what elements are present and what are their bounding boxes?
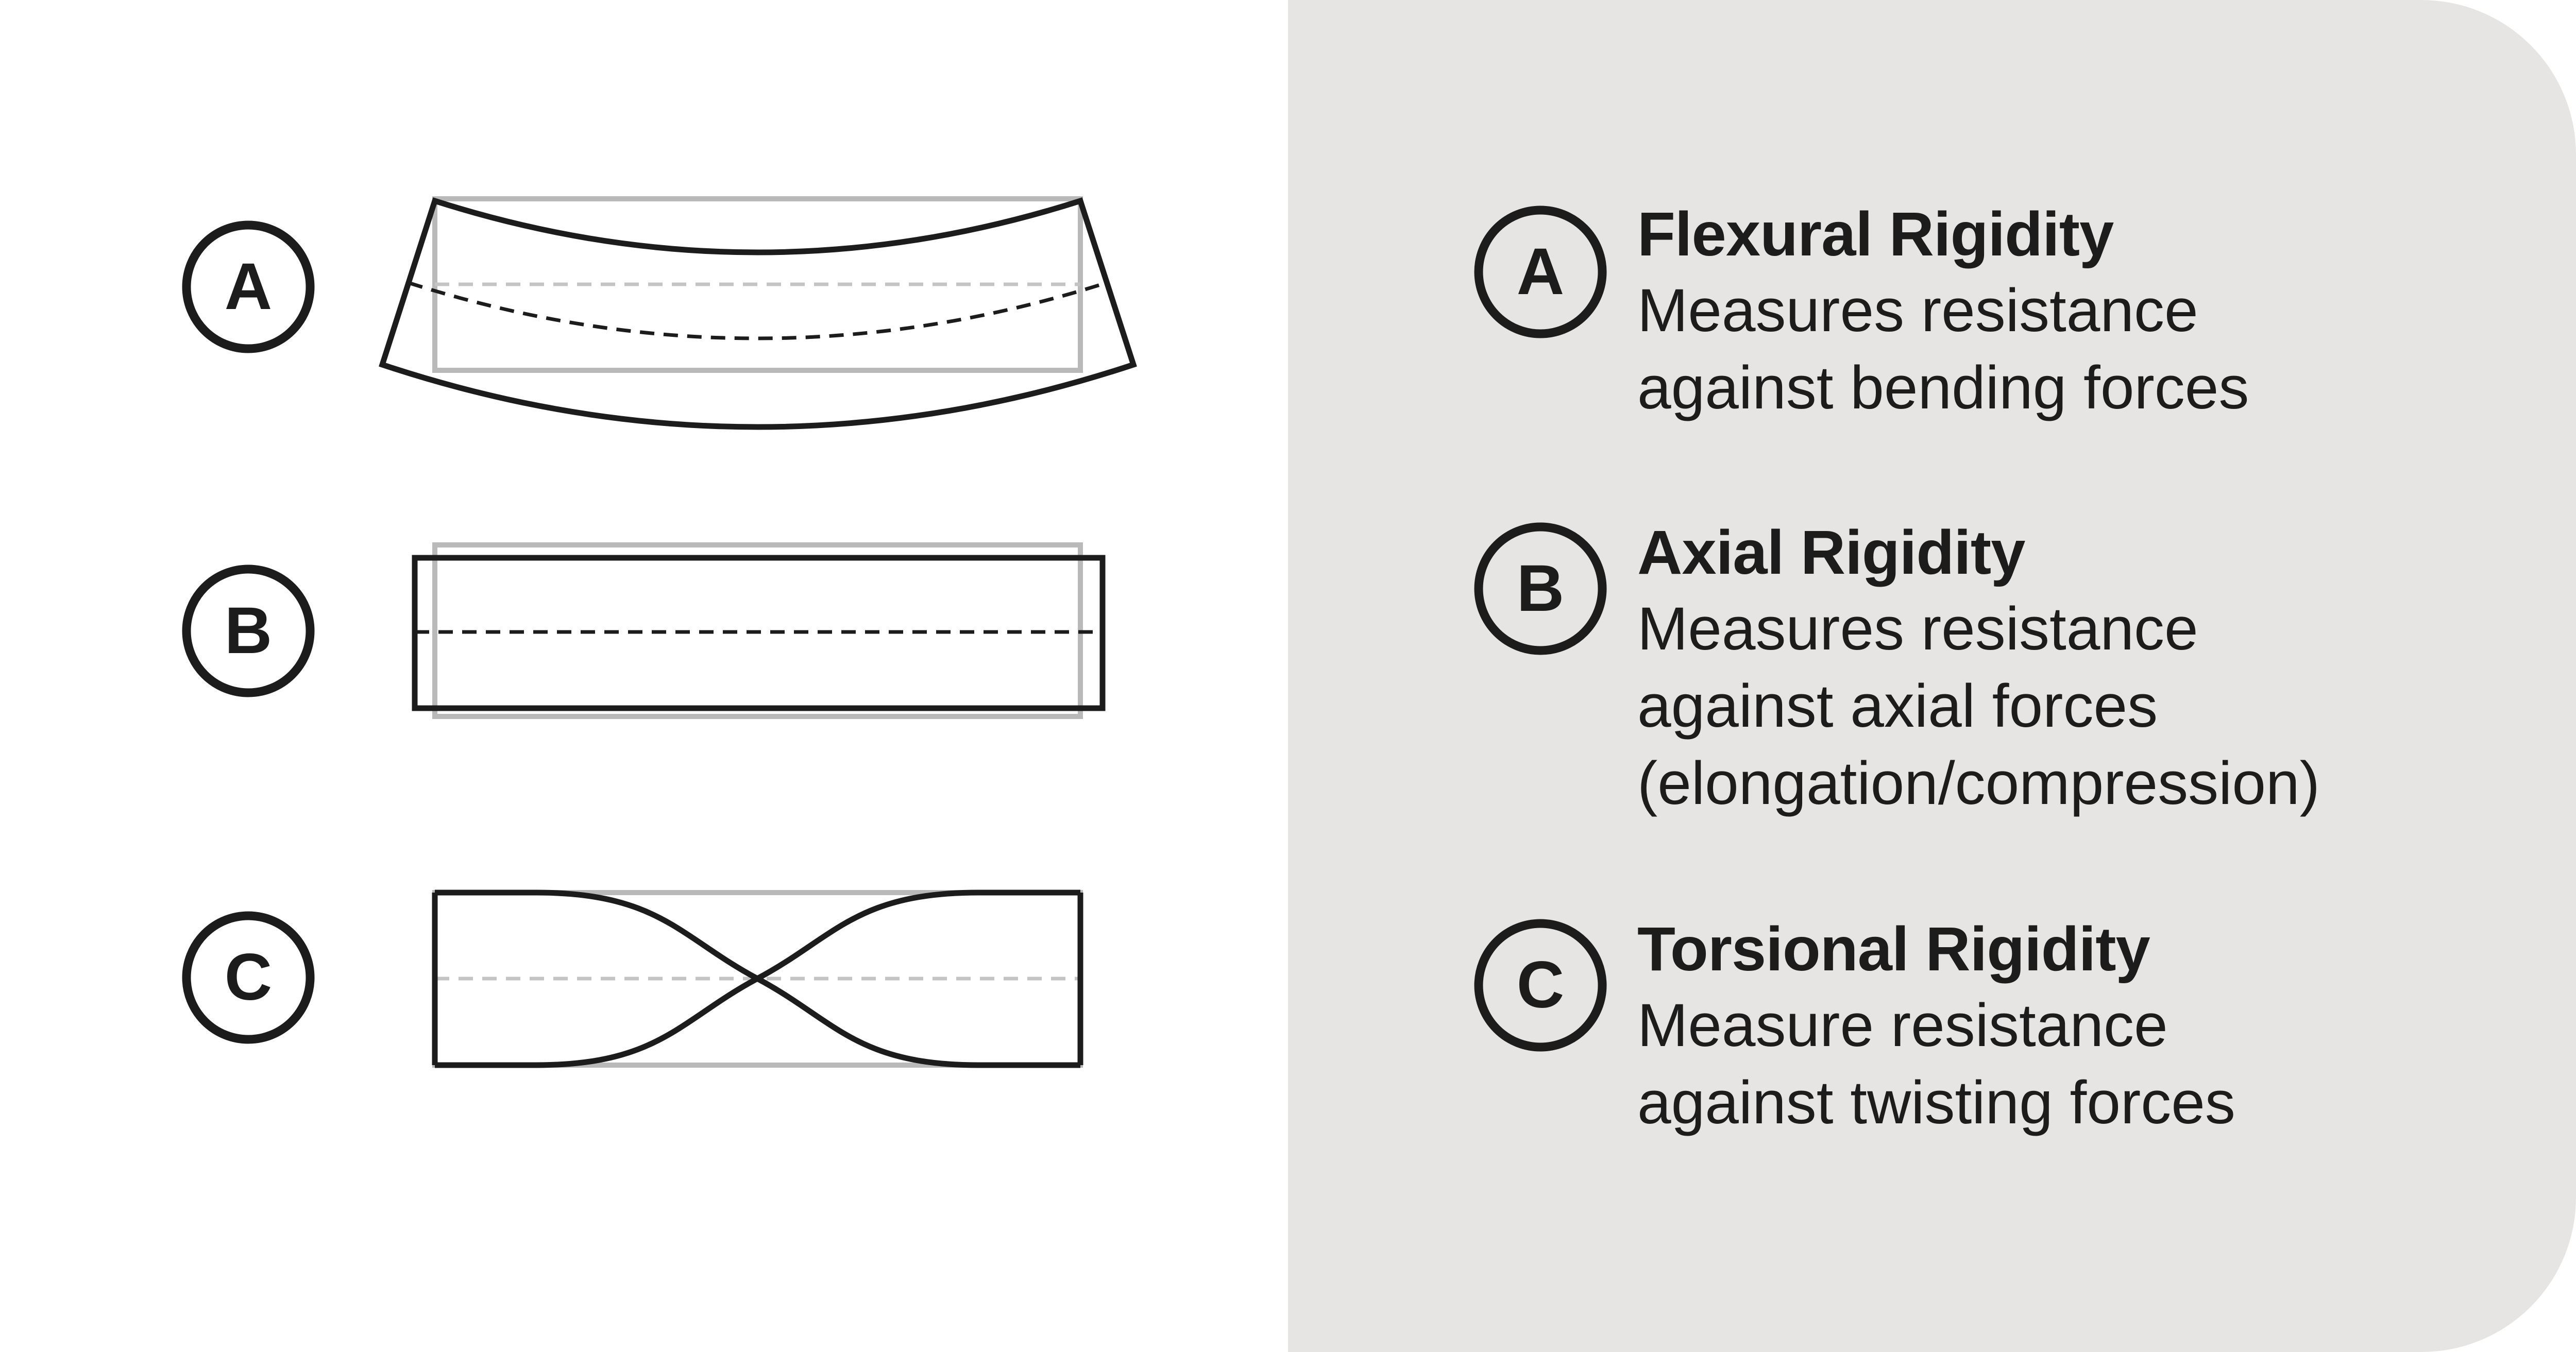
legend-a-line-1: Measures resistance — [1637, 277, 2198, 345]
figure-c-badge: C — [182, 911, 315, 1044]
legend-c-line-1: Measure resistance — [1637, 991, 2168, 1059]
figure-b-badge-letter: B — [225, 594, 272, 668]
legend-a-line-2: against bending forces — [1637, 354, 2249, 422]
figure-a-bent-beam — [379, 197, 1137, 430]
figure-a-badge-letter: A — [225, 250, 272, 323]
legend-c-text: Torsional Rigidity Measure resistance ag… — [1637, 911, 2554, 1141]
legend-a-text: Flexural Rigidity Measures resistance ag… — [1637, 196, 2554, 426]
legend-b-badge: B — [1474, 522, 1607, 655]
legend-c-line-2: against twisting forces — [1637, 1069, 2235, 1137]
figure-c-badge-letter: C — [225, 940, 272, 1014]
legend-a-title: Flexural Rigidity — [1637, 199, 2114, 269]
legend-a-badge-letter: A — [1517, 235, 1564, 309]
figure-c-twist-bottom — [435, 889, 1080, 1068]
figure-b-axial — [412, 542, 1106, 719]
figure-a-badge: A — [182, 220, 315, 353]
legend-b-line-3: (elongation/compression) — [1637, 749, 2320, 817]
legend-c-title: Torsional Rigidity — [1637, 914, 2150, 984]
legend-b-line-1: Measures resistance — [1637, 595, 2198, 663]
legend-b-title: Axial Rigidity — [1637, 517, 2025, 587]
legend-b-text: Axial Rigidity Measures resistance again… — [1637, 514, 2554, 822]
legend-panel — [1288, 0, 2576, 1352]
legend-b-badge-letter: B — [1517, 552, 1564, 625]
legend-b-line-2: against axial forces — [1637, 672, 2158, 740]
legend-a-badge: A — [1474, 206, 1607, 338]
figure-a-bent-axis — [408, 281, 1108, 340]
legend-c-badge: C — [1474, 919, 1607, 1052]
legend-c-badge-letter: C — [1517, 948, 1564, 1022]
figure-c-torsion — [432, 889, 1083, 1068]
figure-b-badge: B — [182, 564, 315, 697]
figure-a-bending — [379, 196, 1137, 430]
